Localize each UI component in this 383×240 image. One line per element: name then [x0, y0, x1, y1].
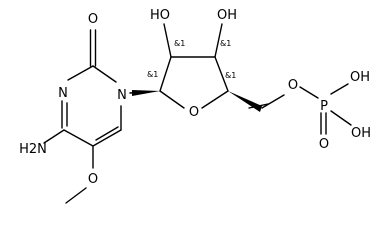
bond-c2-n3 — [67, 65, 94, 81]
stereo-label-c2: &1 — [174, 39, 185, 48]
atom-o-carbonyl: O — [88, 12, 98, 27]
atom-oh-c3: OH — [217, 8, 237, 23]
bond-oester-p — [299, 86, 319, 99]
atom-nh2: H2N — [19, 142, 47, 157]
wedge-bonds — [132, 90, 262, 112]
atom-oh-p-bottom: OH — [351, 126, 371, 141]
atom-o-methoxy: O — [88, 172, 98, 187]
stereo-label-c4: &1 — [225, 71, 236, 80]
chemical-structure: O N N H2N O O HO OH O P OH OH O &1 &1 &1… — [19, 8, 371, 204]
atom-oh-p-top: OH — [350, 70, 370, 85]
bond-c2-oh — [163, 23, 172, 58]
bond-c4-nh2 — [43, 129, 65, 144]
bond-c3-oh — [214, 23, 223, 58]
bond-c5-c6-a — [92, 129, 122, 147]
bond-omethoxy-ch3 — [65, 187, 87, 204]
stereo-label-c3: &1 — [220, 39, 231, 48]
stereo-labels: &1 &1 &1 &1 — [147, 39, 236, 80]
atom-oh-c2: HO — [150, 8, 170, 23]
atom-o-p-double: O — [319, 137, 329, 152]
bond-c4-ofuranose — [201, 90, 229, 109]
bond-c3-c4prime — [214, 56, 229, 92]
atom-n-ring-left: N — [58, 86, 68, 101]
stereo-label-c1: &1 — [147, 70, 158, 79]
atom-n-ring-glycosidic: N — [117, 88, 127, 103]
bond-p-oh-bottom — [330, 110, 352, 126]
atom-o-furanose: O — [189, 105, 199, 120]
bond-c1-c2prime — [159, 56, 172, 92]
bond-c5-c6-b — [95, 126, 119, 141]
atom-o-ester: O — [288, 78, 298, 93]
bond-c4-c5 — [63, 129, 94, 147]
wedge-c4-c5 — [228, 91, 262, 112]
bond-p-oh-top — [330, 83, 349, 95]
atom-p: P — [320, 99, 328, 114]
bond-c5prime-oester — [261, 94, 285, 109]
bond-ofuranose-c1 — [159, 90, 185, 109]
atom-labels: O N N H2N O O HO OH O P OH OH O — [19, 8, 371, 187]
bond-n1-c2 — [92, 65, 117, 83]
wedge-n1-c1 — [132, 90, 160, 96]
